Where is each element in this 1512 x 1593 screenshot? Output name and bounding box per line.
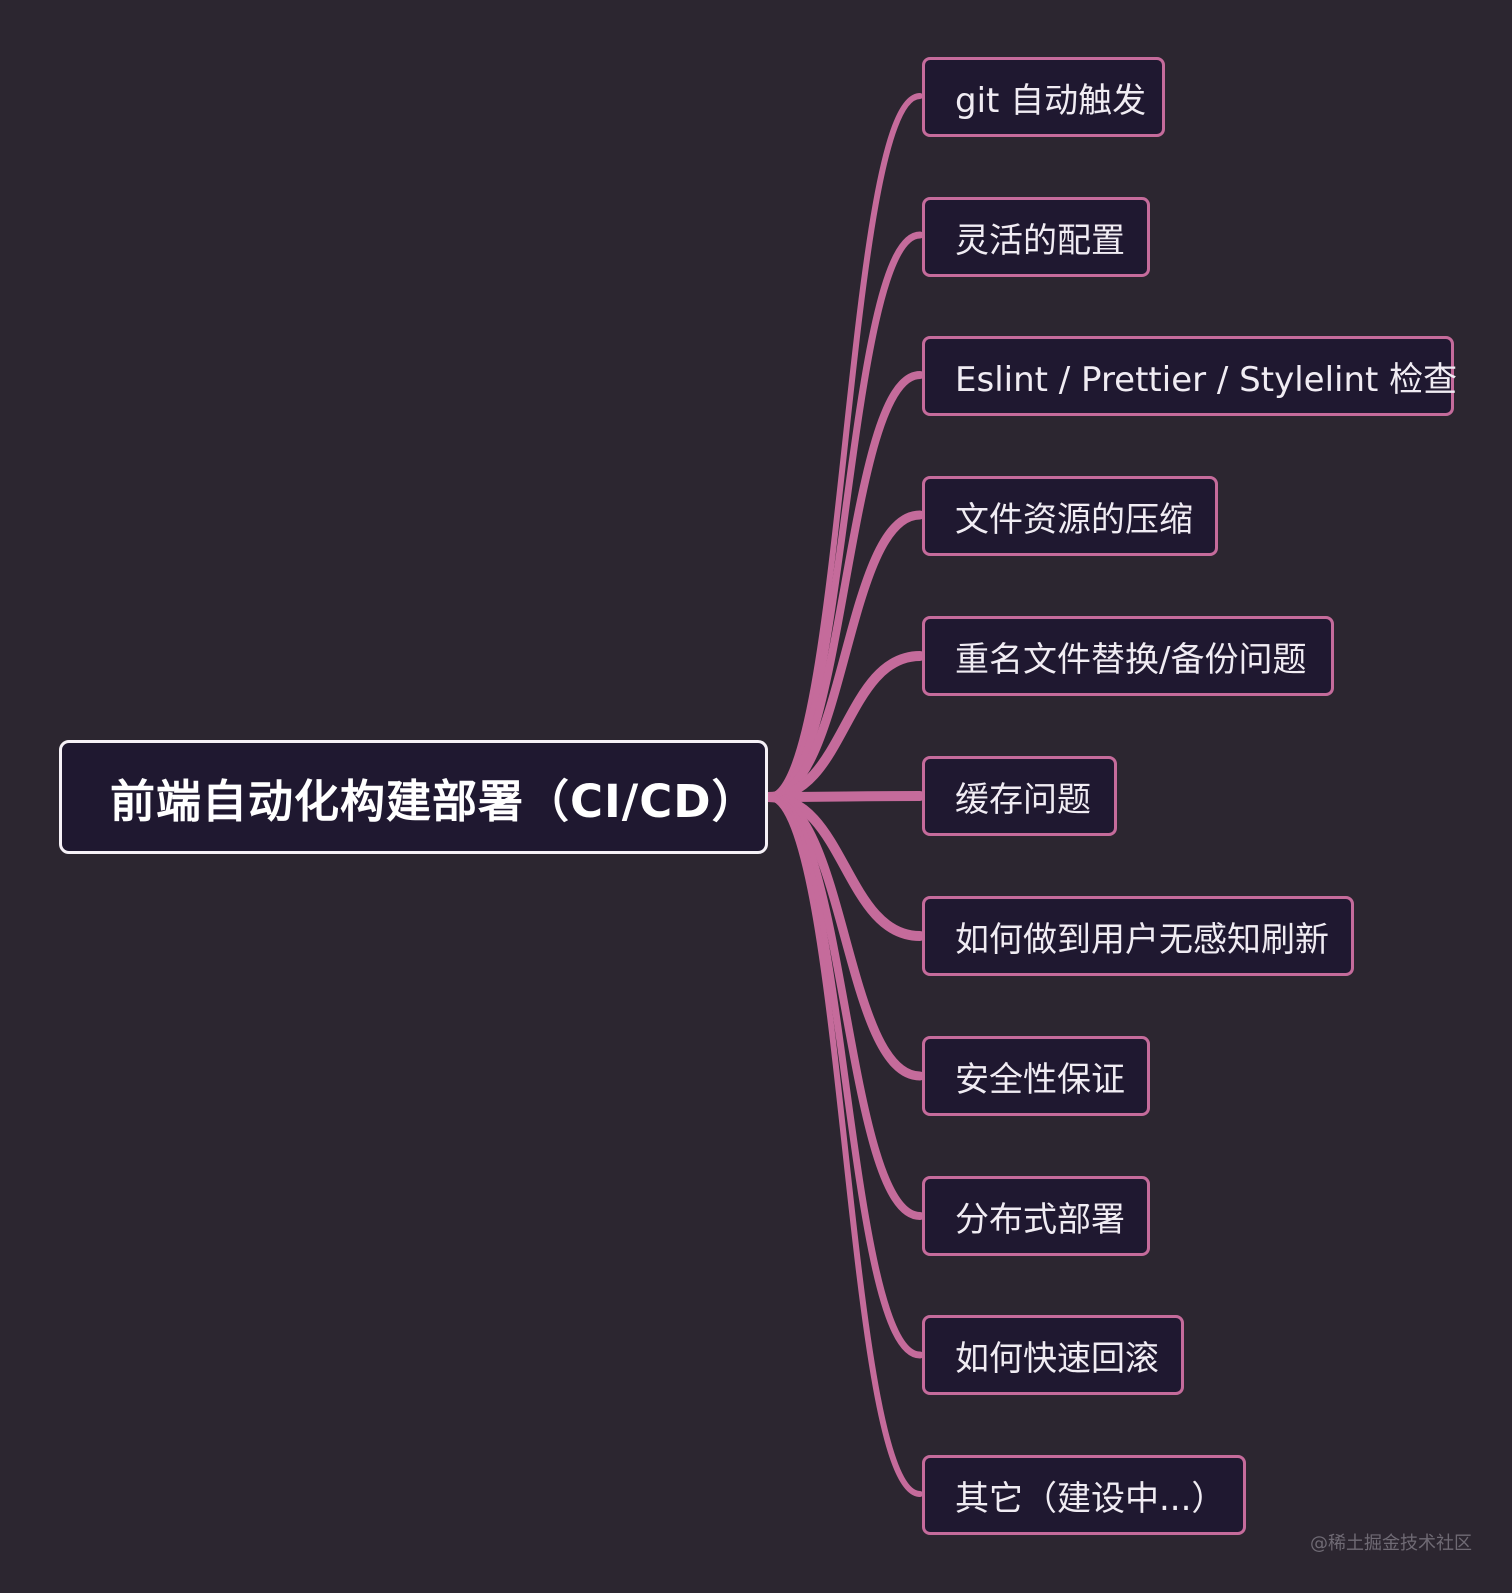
connector-3 bbox=[764, 371, 924, 801]
connector-7 bbox=[763, 792, 925, 941]
child-node-file-rename-backup[interactable]: 重名文件替换/备份问题 bbox=[922, 616, 1334, 696]
child-node-label: 如何快速回滚 bbox=[955, 1338, 1159, 1379]
child-node-label: 分布式部署 bbox=[955, 1199, 1125, 1240]
connector-1 bbox=[765, 93, 923, 800]
connector-4 bbox=[763, 510, 925, 802]
child-node-git-trigger[interactable]: git 自动触发 bbox=[922, 57, 1165, 137]
child-node-label: Eslint / Prettier / Stylelint 检查 bbox=[955, 359, 1458, 400]
child-node-distributed-deploy[interactable]: 分布式部署 bbox=[922, 1176, 1150, 1256]
connector-2 bbox=[764, 231, 924, 801]
child-node-others[interactable]: 其它（建设中...） bbox=[922, 1455, 1246, 1535]
child-node-label: 缓存问题 bbox=[955, 779, 1091, 820]
child-node-lint-check[interactable]: Eslint / Prettier / Stylelint 检查 bbox=[922, 336, 1458, 416]
child-node-quick-rollback[interactable]: 如何快速回滚 bbox=[922, 1315, 1184, 1395]
connector-11 bbox=[765, 794, 923, 1497]
root-node[interactable]: 前端自动化构建部署（CI/CD） bbox=[59, 740, 768, 854]
child-node-label: 如何做到用户无感知刷新 bbox=[955, 919, 1329, 960]
child-node-label: 其它（建设中...） bbox=[955, 1478, 1226, 1519]
root-node-label: 前端自动化构建部署（CI/CD） bbox=[110, 774, 758, 828]
watermark-text: @稀土掘金技术社区 bbox=[1310, 1533, 1472, 1554]
connector-5 bbox=[763, 651, 925, 802]
child-node-cache-issue[interactable]: 缓存问题 bbox=[922, 756, 1117, 836]
child-node-label: 灵活的配置 bbox=[955, 220, 1125, 261]
child-node-flexible-config[interactable]: 灵活的配置 bbox=[922, 197, 1150, 277]
connector-10 bbox=[764, 793, 924, 1359]
child-node-security[interactable]: 安全性保证 bbox=[922, 1036, 1150, 1116]
child-node-label: git 自动触发 bbox=[955, 80, 1147, 121]
child-node-seamless-refresh[interactable]: 如何做到用户无感知刷新 bbox=[922, 896, 1354, 976]
child-node-label: 安全性保证 bbox=[955, 1059, 1125, 1100]
child-node-label: 重名文件替换/备份问题 bbox=[955, 639, 1307, 680]
child-node-file-compression[interactable]: 文件资源的压缩 bbox=[922, 476, 1218, 556]
child-node-label: 文件资源的压缩 bbox=[955, 499, 1193, 540]
connector-8 bbox=[763, 792, 925, 1081]
